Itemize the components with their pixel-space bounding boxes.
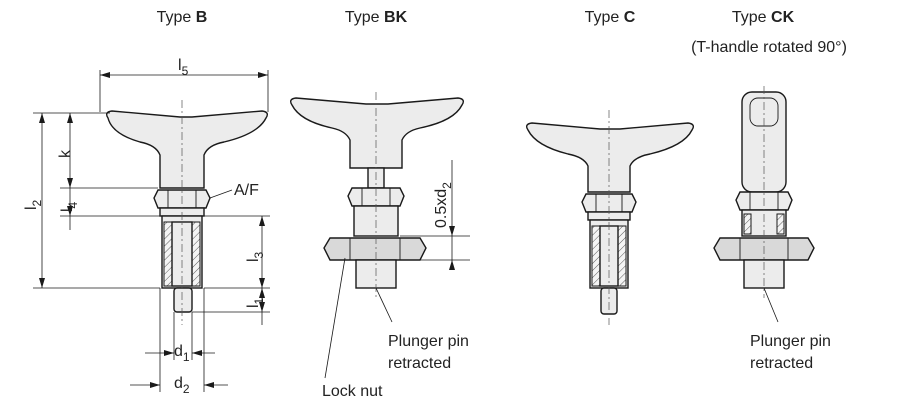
type-c-t-handle [525,122,695,193]
type-b-t-handle [105,110,269,189]
type-ck-heading: Type CK [732,9,795,26]
dim-d1: d1 [174,343,190,364]
callout-plunger-ck-1: Plunger pin [750,333,831,350]
type-bk-heading: Type BK [345,9,408,26]
type-bk-dimensions: 0.5xd2 Lock nut Plunger pin retracted [322,160,470,400]
dim-l3: l3 [245,251,266,262]
callout-lock-nut: Lock nut [322,383,383,400]
callout-plunger-bk-1: Plunger pin [388,333,469,350]
dim-half-d2: 0.5xd2 [433,182,454,228]
type-b-drawing [105,100,269,325]
type-b-plunger-pin [173,287,193,313]
type-c-heading: Type C [585,9,636,26]
type-b-dimensions: l5 l2 k l4 A/F l3 l1 [23,57,270,396]
type-ck-drawing [713,86,815,298]
type-b-heading: Type B [157,9,208,26]
dim-af: A/F [234,182,259,199]
type-bk-t-handle [289,97,465,169]
type-c-drawing [525,110,695,325]
type-ck-note: (T-handle rotated 90°) [691,39,847,56]
callout-plunger-bk-2: retracted [388,355,451,372]
dim-l4: l4 [59,201,80,212]
dim-l1: l1 [245,297,266,308]
dim-k: k [57,149,74,158]
dim-d2: d2 [174,375,190,396]
type-bk-drawing [289,92,465,298]
type-bk-lock-nut [323,237,427,261]
callout-plunger-ck-2: retracted [750,355,813,372]
dim-l2: l2 [23,199,44,210]
dim-l5: l5 [178,57,189,78]
type-ck-dimensions: Plunger pin retracted [750,287,831,372]
